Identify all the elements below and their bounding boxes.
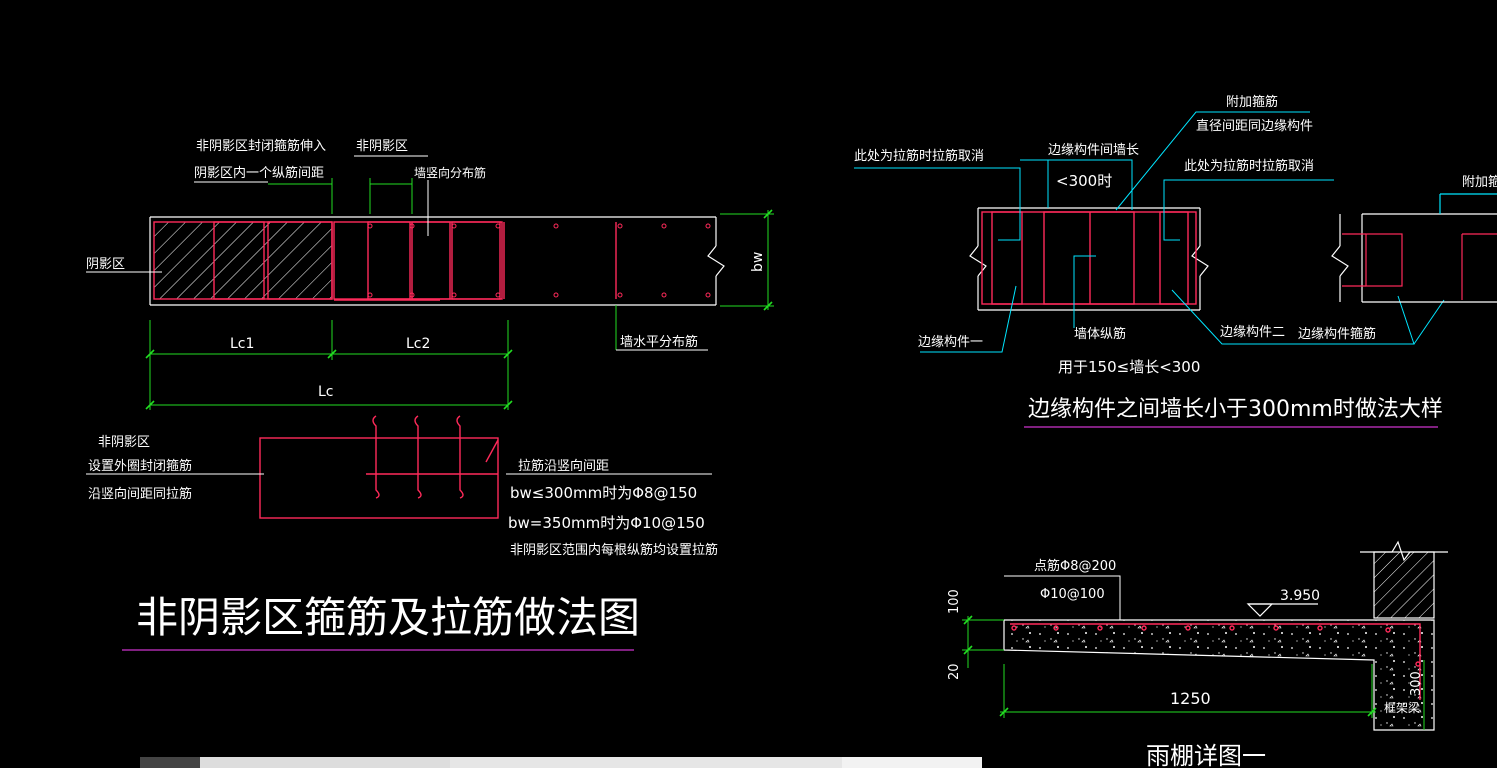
tie-detail-drawing: 非阴影区 设置外圈封闭箍筋 沿竖向间距同拉筋 拉筋沿竖向间距 bw≤300mm时…: [86, 415, 718, 651]
canopy-title: 雨棚详图一: [1146, 742, 1266, 768]
label-vert-dist: 墙竖向分布筋: [414, 165, 486, 180]
tie-line-2: bw=350mm时为Φ10@150: [508, 514, 705, 532]
edge-member-drawing: 此处为拉筋时拉筋取消 边缘构件间墙长 <300时 附加箍筋 直径间距同边缘构件 …: [854, 94, 1497, 428]
label-elevation: 3.950: [1280, 588, 1320, 604]
label-beam: 框架梁: [1384, 700, 1420, 715]
dim-20: 20: [947, 663, 962, 680]
wall-plan-drawing: 非阴影区封闭箍筋伸入 阴影区内一个纵筋间距 非阴影区 墙竖向分布筋 阴影区 bw…: [86, 138, 774, 410]
left-title: 非阴影区箍筋及拉筋做法图: [136, 593, 640, 642]
label-edge-stirrup: 边缘构件箍筋: [1298, 326, 1376, 342]
tie-label: 拉筋沿竖向间距: [518, 458, 609, 474]
label-added-stirrup: 附加箍筋: [1226, 94, 1278, 110]
plan-leaders: [86, 155, 708, 351]
label-bw: bw: [750, 252, 766, 272]
stirrups: [153, 221, 617, 301]
label-tie-cancel-right: 此处为拉筋时拉筋取消: [1184, 158, 1314, 174]
dim-300: 300: [1409, 671, 1424, 696]
label-lt300: <300时: [1056, 172, 1112, 190]
label-wall-len: 边缘构件间墙长: [1048, 143, 1139, 158]
label-bar-1: 点筋Φ8@200: [1034, 558, 1116, 574]
status-bar: [140, 757, 982, 768]
label-shadow: 阴影区: [86, 257, 125, 272]
edge-partial-right: [1331, 193, 1497, 303]
dim-lc1: Lc1: [230, 336, 254, 352]
elevation-triangle-icon: [1246, 603, 1318, 617]
dim-100: 100: [947, 589, 962, 614]
detail-label-1: 非阴影区: [98, 435, 150, 450]
edge-cyan-leaders: [854, 111, 1445, 353]
edge-stirrups: [981, 211, 1197, 305]
label-added-stirrup-cut: 附加箍: [1462, 174, 1497, 190]
tie-bars: [366, 415, 499, 499]
right-top-title: 边缘构件之间墙长小于300mm时做法大样: [1028, 397, 1443, 422]
label-stirrup-into: 非阴影区封闭箍筋伸入: [196, 138, 326, 154]
longitudinal-bars: [367, 223, 711, 298]
plan-dimensions: [149, 178, 774, 410]
canopy-detail-drawing: 点筋Φ8@200 Φ10@100 3.950 100 20 1250 300 框…: [947, 540, 1448, 768]
label-edge-2: 边缘构件二: [1220, 325, 1285, 340]
dim-lc2: Lc2: [406, 336, 430, 352]
detail-stirrup-rect: [259, 437, 499, 519]
label-same-dia: 直径间距同边缘构件: [1196, 119, 1313, 134]
label-bar-2: Φ10@100: [1040, 587, 1105, 602]
canopy-rebar: [1010, 623, 1421, 700]
dim-lc: Lc: [318, 384, 334, 400]
canopy-wall-hatch: [1373, 551, 1435, 619]
detail-label-3: 沿竖向间距同拉筋: [88, 486, 192, 502]
label-non-shadow: 非阴影区: [356, 139, 408, 154]
dimension-ticks: [145, 209, 773, 410]
bar-label-leader: [1004, 575, 1121, 620]
label-stirrup-into-2: 阴影区内一个纵筋间距: [194, 165, 324, 181]
label-range: 用于150≤墙长<300: [1058, 358, 1200, 376]
wall-outline: [149, 216, 725, 306]
status-bar-segment-3: [842, 757, 982, 768]
dim-1250: 1250: [1170, 689, 1211, 708]
tie-line-3: 非阴影区范围内每根纵筋均设置拉筋: [510, 542, 718, 558]
status-bar-segment-1: [140, 757, 200, 768]
edge-wall-outline: [969, 207, 1209, 311]
detail-label-2: 设置外圈封闭箍筋: [88, 458, 192, 474]
label-edge-1: 边缘构件一: [918, 335, 983, 350]
label-horiz-dist: 墙水平分布筋: [620, 334, 698, 350]
status-bar-segment-2: [200, 757, 450, 768]
tie-line-1: bw≤300mm时为Φ8@150: [510, 484, 697, 502]
canopy-break-top: [1360, 540, 1448, 562]
label-tie-cancel-left: 此处为拉筋时拉筋取消: [854, 148, 984, 164]
shadow-zone-hatch: [154, 222, 332, 299]
label-wall-long: 墙体纵筋: [1074, 326, 1126, 342]
